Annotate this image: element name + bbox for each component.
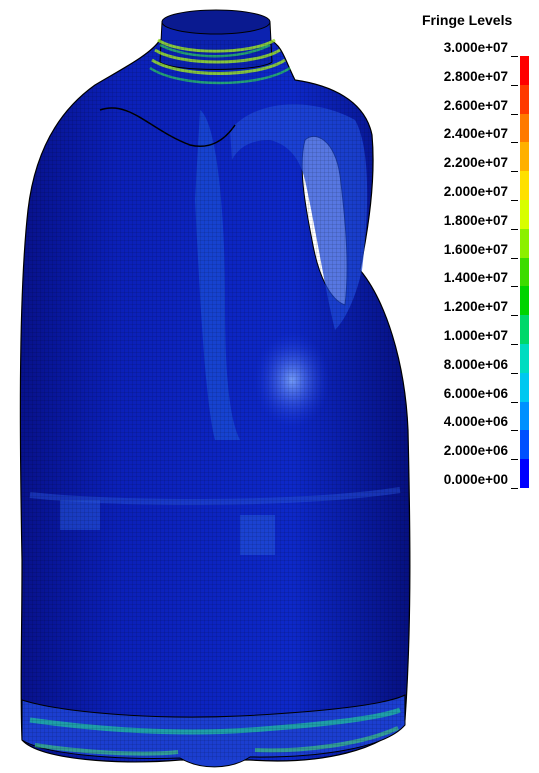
- fe-mesh-overlay: [20, 40, 410, 762]
- legend-tick: [511, 488, 518, 489]
- legend-color-swatch: [520, 286, 529, 316]
- legend-color-swatch: [520, 344, 529, 373]
- legend-color-swatch: [520, 459, 529, 488]
- legend-color-swatch: [520, 315, 529, 344]
- legend-tick: [511, 113, 518, 115]
- legend-tick: [511, 315, 518, 317]
- legend-tick: [511, 344, 518, 345]
- legend-label: 1.000e+07: [443, 328, 508, 343]
- legend-tick: [511, 142, 518, 144]
- bottle-model-icon[interactable]: [0, 0, 420, 773]
- legend-tick: [511, 286, 518, 288]
- legend-color-swatch: [520, 200, 529, 229]
- fringe-legend: Fringe Levels 3.000e+07 2.800e+07 2.600e+0…: [400, 8, 535, 508]
- legend-label: 4.000e+06: [443, 414, 508, 430]
- legend-label: 2.000e+07: [443, 184, 508, 199]
- legend-tick: [511, 56, 518, 57]
- bottle-opening: [161, 9, 271, 35]
- legend-color-swatch: [520, 171, 529, 200]
- legend-color-swatch: [520, 257, 529, 287]
- legend-tick: [511, 401, 518, 403]
- legend-label: 1.600e+07: [443, 241, 508, 257]
- legend-label: 2.200e+07: [443, 155, 508, 171]
- legend-label: 0.000e+00: [443, 472, 508, 487]
- legend-label: 6.000e+06: [443, 385, 508, 401]
- legend-label: 8.000e+06: [443, 356, 508, 372]
- legend-color-swatch: [520, 142, 529, 172]
- legend-label: 1.200e+07: [443, 299, 508, 315]
- legend-label: 2.000e+06: [443, 443, 508, 459]
- legend-label: 2.800e+07: [443, 68, 508, 84]
- legend-color-swatch: [520, 430, 529, 460]
- legend-tick: [511, 372, 518, 374]
- legend-tick: [511, 200, 518, 201]
- legend-label: 2.600e+07: [443, 97, 508, 113]
- legend-color-swatch: [520, 113, 529, 143]
- legend-tick: [511, 228, 518, 230]
- legend-tick: [511, 430, 518, 432]
- legend-color-swatch: [520, 228, 529, 258]
- legend-label: 2.400e+07: [443, 126, 508, 142]
- legend-tick: [511, 84, 518, 86]
- legend-color-swatch: [520, 56, 529, 85]
- legend-label: 1.800e+07: [443, 212, 508, 228]
- legend-label: 3.000e+07: [443, 40, 508, 55]
- legend-color-swatch: [520, 372, 529, 402]
- legend-tick: [511, 171, 518, 173]
- legend-color-swatch: [520, 401, 529, 431]
- legend-tick: [511, 459, 518, 461]
- legend-label: 1.400e+07: [443, 270, 508, 286]
- legend-tick: [511, 257, 518, 259]
- legend-color-swatch: [520, 84, 529, 114]
- legend-title: Fringe Levels: [422, 12, 513, 28]
